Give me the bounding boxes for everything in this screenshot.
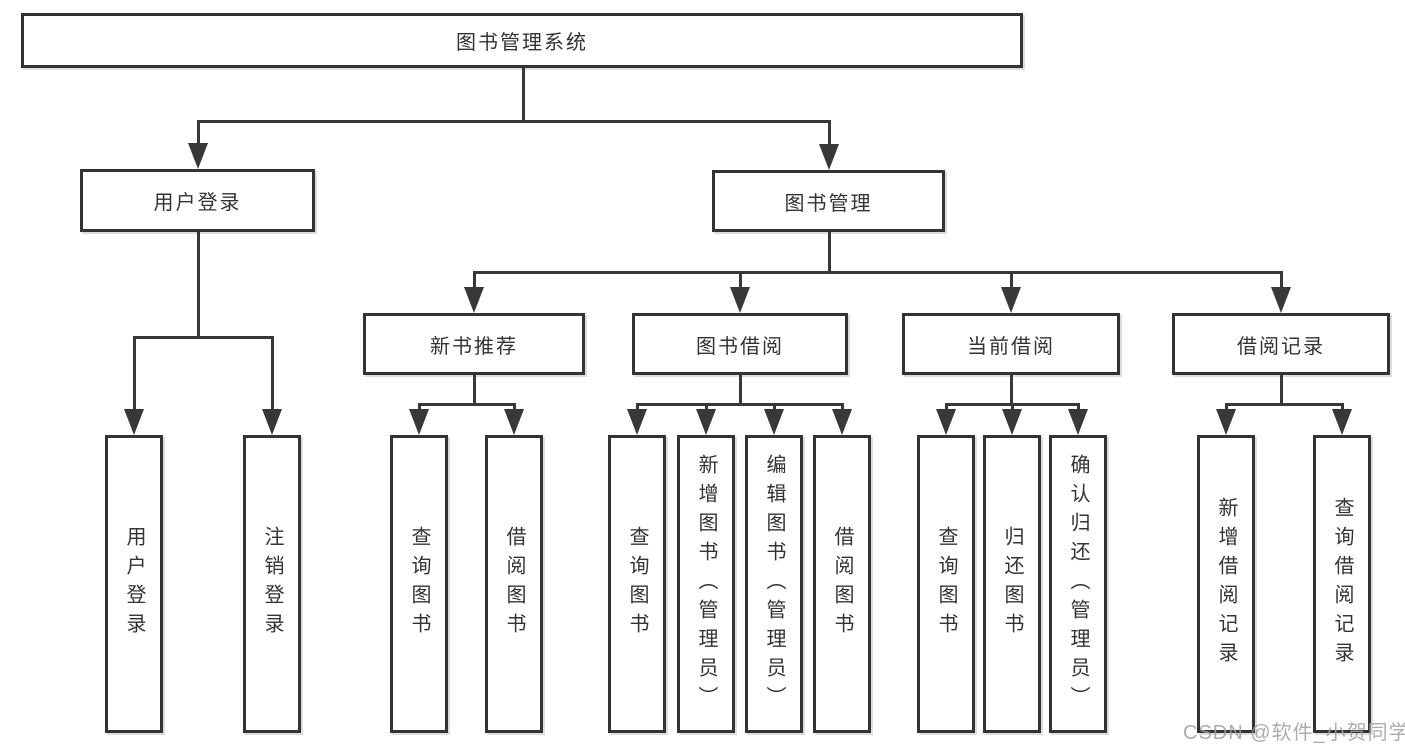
arrowhead-down-icon (188, 143, 208, 169)
connector-drop-book-mgmt (473, 271, 476, 289)
leaf-confirm-return-admin: 确认归还（管理员） (1049, 435, 1107, 733)
connector-rail-new-book-rec (418, 403, 516, 406)
connector-rail-borrow-record (1225, 403, 1344, 406)
node-borrowing-records: 借阅记录 (1172, 313, 1390, 375)
arrowhead-down-icon (1002, 409, 1022, 435)
leaf-add-borrow-record: 新增借阅记录 (1197, 435, 1255, 733)
arrowhead-down-icon (730, 287, 750, 313)
connector-drop-book-borrow (841, 403, 844, 411)
connector-stem-root (522, 68, 525, 123)
arrowhead-down-icon (124, 409, 144, 435)
node-label: 查询图书 (408, 526, 430, 642)
connector-drop-new-book-rec (513, 403, 516, 411)
node-label: 图书管理 (784, 192, 873, 215)
connector-stem-new-book-rec (473, 375, 476, 406)
node-label: 注销登录 (261, 526, 283, 642)
leaf-borrow-books: 借阅图书 (813, 435, 871, 733)
connector-drop-book-borrow (773, 403, 776, 411)
leaf-user-login: 用户登录 (105, 435, 163, 733)
connector-drop-book-mgmt (1280, 271, 1283, 289)
node-label: 借阅图书 (503, 526, 525, 642)
arrowhead-down-icon (764, 409, 784, 435)
connector-drop-current-borrow (1077, 403, 1080, 411)
connector-drop-root (828, 120, 831, 146)
leaf-return-books: 归还图书 (983, 435, 1041, 733)
connector-rail-root (197, 120, 831, 123)
leaf-query-borrow-record: 查询借阅记录 (1313, 435, 1371, 733)
node-label: 查询图书 (935, 526, 957, 642)
arrowhead-down-icon (832, 409, 852, 435)
node-label: 当前借阅 (967, 335, 1055, 358)
node-label: 新增借阅记录 (1215, 497, 1237, 671)
node-label: 查询图书 (626, 526, 648, 642)
connector-drop-book-borrow (636, 403, 639, 411)
leaf-query-books-current: 查询图书 (917, 435, 975, 733)
connector-drop-book-borrow (705, 403, 708, 411)
node-label: 新增图书（管理员） (695, 453, 717, 715)
arrowhead-down-icon (504, 409, 524, 435)
node-library-management-system: 图书管理系统 (21, 13, 1023, 68)
connector-drop-book-mgmt (739, 271, 742, 289)
node-label: 查询借阅记录 (1331, 497, 1353, 671)
node-label: 借阅记录 (1237, 335, 1325, 358)
connector-stem-user-login (197, 232, 200, 339)
leaf-logout-login: 注销登录 (243, 435, 301, 733)
node-book-management: 图书管理 (712, 170, 945, 232)
arrowhead-down-icon (409, 409, 429, 435)
arrowhead-down-icon (464, 287, 484, 313)
watermark-text: CSDN @软件_小贺同学 (1183, 722, 1405, 744)
connector-stem-current-borrow (1010, 375, 1013, 406)
connector-stem-book-borrow (739, 375, 742, 406)
arrowhead-down-icon (819, 144, 839, 170)
node-label: 编辑图书（管理员） (763, 453, 785, 715)
connector-drop-book-mgmt (1010, 271, 1013, 289)
arrowhead-down-icon (1332, 409, 1352, 435)
connector-rail-user-login (133, 336, 274, 339)
connector-drop-borrow-record (1341, 403, 1344, 411)
node-user-login: 用户登录 (80, 169, 315, 232)
node-label: 新书推荐 (430, 335, 518, 358)
connector-rail-book-borrow (636, 403, 844, 406)
node-label: 归还图书 (1001, 526, 1023, 642)
leaf-query-books-borrowing: 查询图书 (608, 435, 666, 733)
connector-drop-user-login (271, 336, 274, 411)
arrowhead-down-icon (1216, 409, 1236, 435)
connector-drop-borrow-record (1225, 403, 1228, 411)
connector-rail-book-mgmt (473, 271, 1283, 274)
node-label: 用户登录 (153, 192, 242, 214)
node-book-borrowing: 图书借阅 (632, 313, 848, 375)
leaf-query-books-recommend: 查询图书 (390, 435, 448, 733)
connector-drop-current-borrow (945, 403, 948, 411)
connector-drop-current-borrow (1011, 403, 1014, 411)
arrowhead-down-icon (262, 409, 282, 435)
node-new-book-recommend: 新书推荐 (363, 313, 585, 375)
connector-drop-root (197, 120, 200, 145)
node-label: 确认归还（管理员） (1067, 453, 1089, 715)
arrowhead-down-icon (1001, 287, 1021, 313)
connector-drop-user-login (133, 336, 136, 411)
node-label: 图书管理系统 (456, 32, 588, 54)
leaf-edit-book-admin: 编辑图书（管理员） (745, 435, 803, 733)
node-label: 借阅图书 (831, 526, 853, 642)
connector-drop-new-book-rec (418, 403, 421, 411)
arrowhead-down-icon (1068, 409, 1088, 435)
node-current-borrowing: 当前借阅 (902, 313, 1120, 375)
connector-stem-book-mgmt (828, 232, 831, 274)
leaf-add-book-admin: 新增图书（管理员） (677, 435, 735, 733)
arrowhead-down-icon (1271, 287, 1291, 313)
node-label: 用户登录 (123, 526, 145, 642)
leaf-borrow-books-recommend: 借阅图书 (485, 435, 543, 733)
node-label: 图书借阅 (696, 335, 784, 358)
arrowhead-down-icon (936, 409, 956, 435)
arrowhead-down-icon (627, 409, 647, 435)
connector-stem-borrow-record (1280, 375, 1283, 406)
arrowhead-down-icon (696, 409, 716, 435)
